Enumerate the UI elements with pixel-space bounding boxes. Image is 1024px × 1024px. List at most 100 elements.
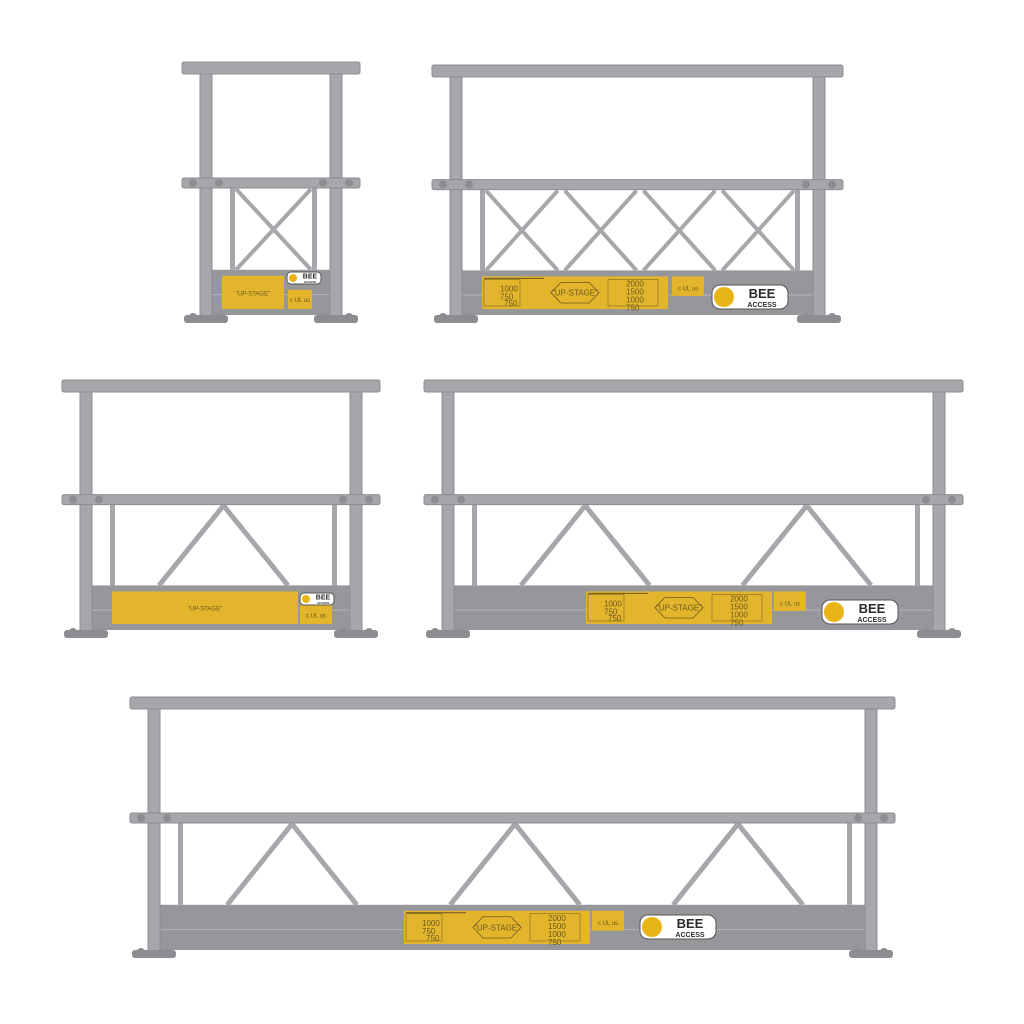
certification-label <box>288 289 312 309</box>
logo-line1: BEE <box>677 916 704 931</box>
brand-hexagon <box>654 596 704 619</box>
clamp-bolt <box>465 313 473 321</box>
truss-brace <box>225 822 294 907</box>
clamp-bolt <box>457 495 465 504</box>
load-value: 1500 <box>548 922 566 931</box>
load-value: 2000 <box>626 279 644 288</box>
load-value: 1000 <box>548 930 566 939</box>
ul-mark: c UL us <box>780 601 800 607</box>
clamp-bolt <box>948 495 956 504</box>
cross-brace <box>484 189 560 272</box>
load-value: 2000 <box>730 594 748 603</box>
label-grid <box>483 279 521 307</box>
bee-icon <box>642 917 662 937</box>
logo-line2: ACCESS <box>304 280 317 284</box>
load-value: 1000 <box>626 295 644 304</box>
top-rail <box>431 64 844 78</box>
clamp-bolt <box>854 948 862 956</box>
certification-label <box>300 605 332 624</box>
label-background <box>404 910 590 944</box>
clamp-bolt <box>439 313 447 321</box>
clamp-bolt <box>948 628 956 636</box>
cross-brace <box>642 189 717 272</box>
clamp-bolt <box>69 628 77 636</box>
truss-brace <box>290 822 359 907</box>
top-rail <box>181 61 361 75</box>
logo-line1: BEE <box>859 601 886 616</box>
truss-brace <box>513 822 582 907</box>
inner-post <box>480 184 485 271</box>
label-grid <box>405 913 443 942</box>
ul-mark: c UL us <box>598 921 618 927</box>
inner-post <box>332 499 337 586</box>
load-value: 1000 <box>730 610 748 619</box>
truss-brace <box>448 822 517 907</box>
mid-rail <box>423 494 964 506</box>
top-rail <box>61 379 381 393</box>
post <box>349 385 363 635</box>
clamp-bolt <box>802 313 810 321</box>
truss-brace <box>736 822 805 907</box>
clamp-bolt <box>922 628 930 636</box>
load-value: 750 <box>608 614 622 623</box>
clamp-bolt <box>828 313 836 321</box>
cross-brace <box>234 187 313 272</box>
label-brand: "UP-STAGE" <box>474 923 520 932</box>
brand-hexagon <box>550 281 600 304</box>
label-grid <box>529 913 581 942</box>
clamp-bolt <box>345 313 353 321</box>
inner-post <box>915 499 920 586</box>
load-value: 750 <box>730 618 744 627</box>
load-value: 1000 <box>500 284 518 293</box>
clamp-bolt <box>457 628 465 636</box>
logo-line2: ACCESS <box>747 302 777 309</box>
clamp-bolt <box>922 495 930 504</box>
post <box>79 385 93 635</box>
certification-label <box>774 591 806 611</box>
post <box>441 385 455 635</box>
clamp-bolt <box>319 178 327 187</box>
logo-line2: ACCESS <box>857 617 887 624</box>
truss-brace <box>740 504 809 587</box>
clamp-bolt <box>880 948 888 956</box>
label-brand: "UP-STAGE" <box>188 607 223 613</box>
inner-post <box>847 817 852 905</box>
mid-rail <box>129 812 896 824</box>
clamp-bolt <box>431 628 439 636</box>
load-rating-label: "UP-STAGE" <box>112 591 298 624</box>
post <box>812 70 826 320</box>
bee-icon <box>714 287 734 307</box>
truss-brace <box>804 504 874 587</box>
inner-post <box>795 184 800 271</box>
load-value: 750 <box>626 303 640 312</box>
label-background <box>112 591 298 624</box>
clamp-bolt <box>854 813 862 822</box>
inner-post <box>178 817 183 905</box>
load-value: 750 <box>500 292 514 301</box>
clamp-bolt <box>339 628 347 636</box>
clamp-bolt <box>339 495 347 504</box>
inner-post <box>472 499 477 586</box>
truss-brace <box>221 504 290 587</box>
post <box>147 702 161 955</box>
mid-rail <box>61 494 381 506</box>
clamp-bolt <box>215 178 223 187</box>
clamp-bolt <box>95 628 103 636</box>
clamp-bolt <box>69 495 77 504</box>
certification-label <box>592 910 624 931</box>
clamp-bolt <box>880 813 888 822</box>
truss-brace <box>583 504 652 587</box>
bee-icon <box>289 274 297 282</box>
clamp-bolt <box>215 313 223 321</box>
cross-brace <box>720 189 796 272</box>
clamp-bolt <box>365 495 373 504</box>
clamp-bolt <box>95 495 103 504</box>
truss-brace <box>671 822 740 907</box>
